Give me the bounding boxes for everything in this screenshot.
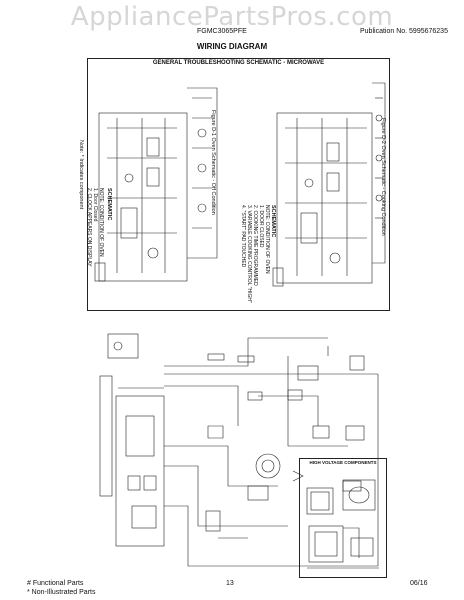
high-voltage-title: HIGH VOLTAGE COMPONENTS	[309, 460, 377, 465]
schematic1-label: SCHEMATIC	[106, 188, 112, 221]
schematic1-item2: 2. CLOCK APPEARS ON DISPLAY	[86, 188, 92, 267]
page-number: 13	[226, 580, 234, 587]
functional-parts-note: # Functional Parts	[27, 580, 84, 587]
schematic-panel	[87, 58, 390, 311]
schematic-title: GENERAL TROUBLESHOOTING SCHEMATIC - MICR…	[152, 60, 325, 66]
figure2-caption: Figure D-2 Oven Schematic - Cooking Cond…	[380, 118, 386, 236]
schematic1-item1: 1. Door Closed	[92, 188, 98, 222]
revision-date: 06/16	[410, 580, 428, 587]
schematic2-item1: 1. DOOR CLOSED	[258, 205, 264, 248]
publication-number: Publication No. 5995676235	[360, 28, 448, 35]
schematic2-item4: 4. "START" PAD TOUCHED	[240, 205, 246, 268]
page-title: WIRING DIAGRAM	[196, 42, 268, 51]
schematic2-item3: 3. VARIABLE COOKING CONTROL "HIGH"	[246, 205, 252, 303]
schematic2-label: SCHEMATIC	[270, 205, 276, 238]
high-voltage-box	[299, 458, 387, 578]
watermark: AppliancePartsPros.com	[70, 2, 394, 32]
schematic-drawing	[94, 82, 386, 287]
note-indicates-component: Note: * Indicates component	[78, 140, 84, 210]
high-voltage-drawing	[306, 479, 379, 569]
schematic2-note: NOTE: CONDITION OF OVEN	[264, 205, 270, 274]
schematic1-note: NOTE: CONDITION OF OVEN	[98, 188, 104, 257]
schematic2-item2: 2. COOKING TIME PROGRAMMED	[252, 205, 258, 286]
figure1-caption: Figure D-1 Oven Schematic - Off Conditio…	[210, 110, 216, 215]
non-illustrated-note: * Non-Illustrated Parts	[27, 589, 96, 596]
wiring-diagram	[99, 333, 379, 567]
model-number: FGMC3065PFE	[197, 28, 247, 35]
